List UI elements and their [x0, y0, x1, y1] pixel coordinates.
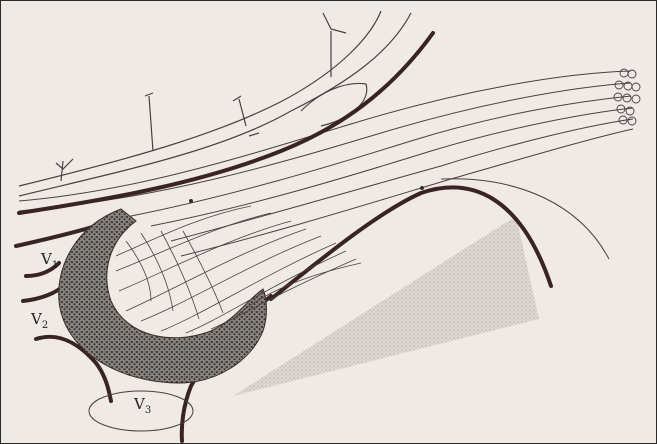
label-v1: V1 [40, 250, 58, 271]
label-v2: V2 [30, 310, 48, 331]
label-v3: V3 [133, 395, 151, 416]
marker-dot [420, 186, 424, 190]
light-stippled-region [233, 216, 539, 396]
marker-dot [189, 199, 193, 203]
upper-vessel [19, 11, 411, 196]
fiber-fan [116, 206, 361, 333]
